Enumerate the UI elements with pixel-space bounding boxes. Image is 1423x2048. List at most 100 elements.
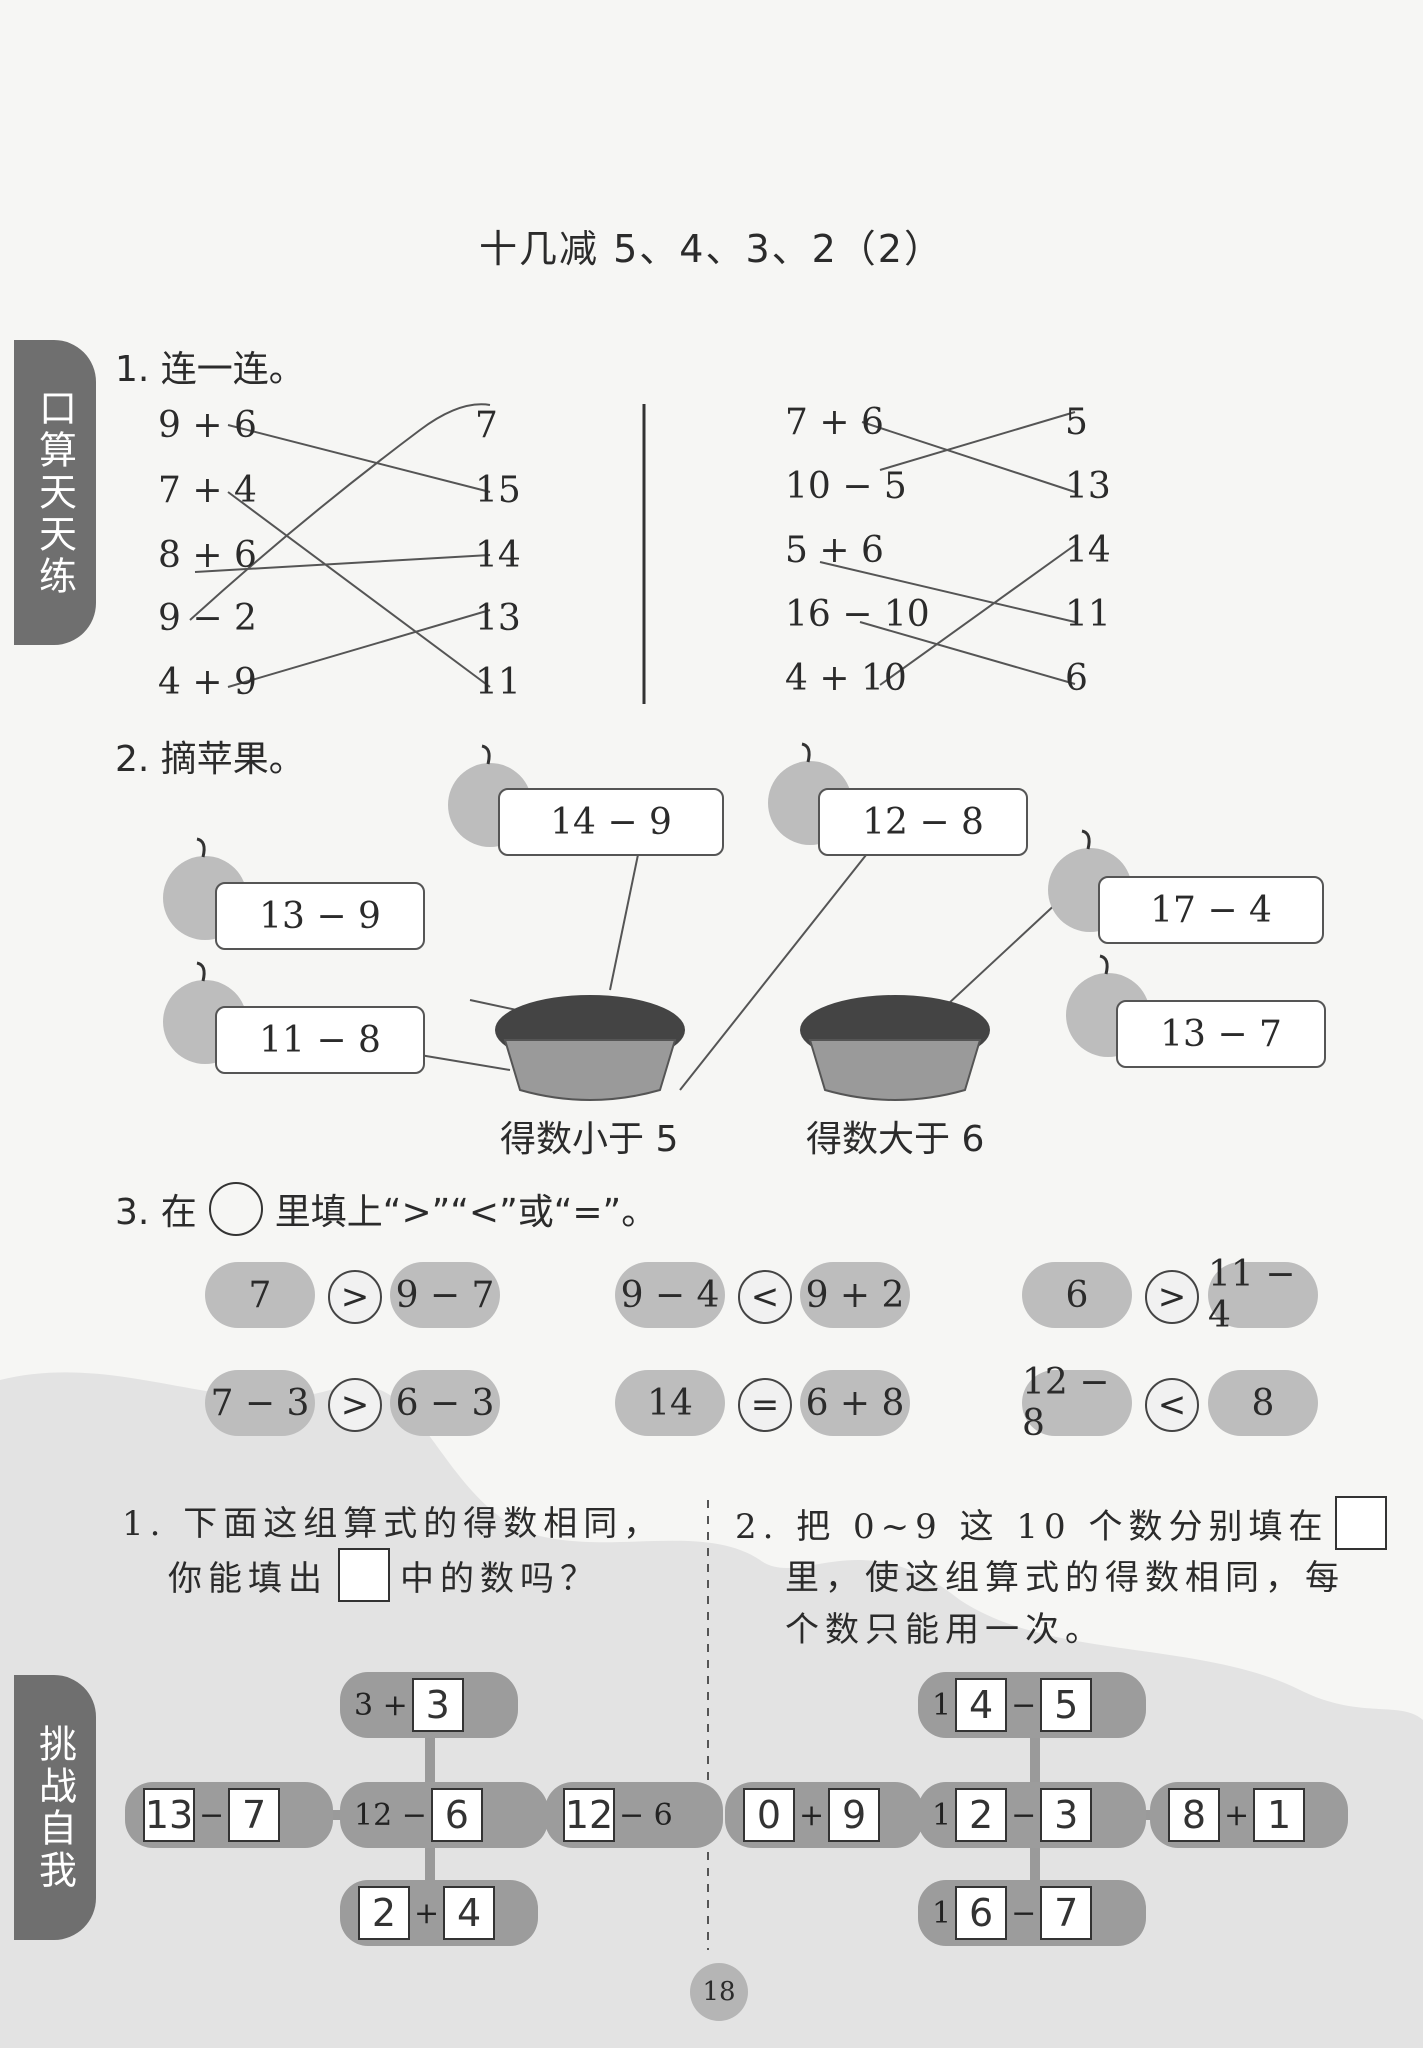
- compare-right: 6 + 8: [800, 1370, 910, 1436]
- puzzle1-top: 3 +3: [340, 1672, 518, 1738]
- basket-right-icon: [800, 995, 990, 1101]
- compare-answer: >: [1145, 1270, 1199, 1324]
- challenge-1-line-2-pre: 你能填出: [168, 1558, 328, 1599]
- pill-operator: −: [1011, 1895, 1037, 1931]
- match-left-expr: 7 + 4: [158, 470, 257, 511]
- pill-prefix: 1: [932, 1687, 952, 1723]
- match-right-expr: 16 − 10: [785, 594, 930, 635]
- answer-box[interactable]: 3: [411, 1678, 464, 1732]
- match-left-answer: 11: [475, 662, 521, 703]
- match-right-answer: 13: [1065, 466, 1111, 507]
- apple-card: 17 − 4: [1098, 876, 1324, 944]
- answer-box[interactable]: 7: [1040, 1886, 1093, 1940]
- blank-box-icon: [1334, 1496, 1387, 1550]
- answer-box[interactable]: 4: [955, 1678, 1008, 1732]
- compare-answer: >: [328, 1270, 382, 1324]
- page-number: 18: [690, 1963, 748, 2021]
- match-right-answer: 5: [1065, 402, 1088, 443]
- challenge-2-line-1-text: 2. 把 0~9 这 10 个数分别填在: [735, 1506, 1329, 1547]
- match-left-answer: 7: [475, 405, 498, 446]
- compare-left: 9 − 4: [615, 1262, 725, 1328]
- question-3-prefix: 3. 在: [115, 1192, 197, 1233]
- match-left-answer: 15: [475, 470, 521, 511]
- match-left-expr: 4 + 9: [158, 662, 257, 703]
- compare-left: 6: [1022, 1262, 1132, 1328]
- puzzle1-center: 12 −6: [340, 1782, 548, 1848]
- pill-operator: −: [1011, 1797, 1037, 1833]
- question-3-heading: 3. 在 里填上“>”“<”或“=”。: [115, 1182, 657, 1236]
- answer-box[interactable]: 0: [743, 1788, 795, 1842]
- pill-operator: −: [199, 1797, 225, 1833]
- challenge-1-line-2: 你能填出 中的数吗？: [168, 1548, 600, 1602]
- apple-card: 13 − 9: [215, 882, 425, 950]
- answer-box[interactable]: 6: [430, 1788, 483, 1842]
- compare-left: 12 − 8: [1022, 1362, 1132, 1444]
- match-left-expr: 9 − 2: [158, 598, 257, 639]
- match-left-expr: 8 + 6: [158, 535, 257, 576]
- challenge-1-line-2-post: 中的数吗？: [400, 1558, 600, 1599]
- puzzle1-bottom: 2+4: [340, 1880, 538, 1946]
- match-right-answer: 14: [1065, 530, 1111, 571]
- pill-operator: +: [414, 1895, 440, 1931]
- answer-box[interactable]: 2: [955, 1788, 1008, 1842]
- answer-box[interactable]: 4: [443, 1886, 496, 1940]
- challenge-1-line-1: 1. 下面这组算式的得数相同，: [122, 1504, 664, 1544]
- match-right-expr: 10 − 5: [785, 466, 907, 507]
- side-tab-label: 口算天天练: [32, 387, 77, 598]
- basket-right-label: 得数大于 6: [806, 1119, 985, 1160]
- page-title: 十几减 5、4、3、2（2）: [479, 227, 944, 271]
- compare-right: 11 − 4: [1208, 1254, 1318, 1336]
- match-right-expr: 4 + 10: [785, 658, 907, 699]
- apple-card: 11 − 8: [215, 1006, 425, 1074]
- match-left-answer: 13: [475, 598, 521, 639]
- pill-prefix: 3 +: [354, 1687, 408, 1723]
- answer-box[interactable]: 12: [563, 1788, 615, 1842]
- apple-card: 14 − 9: [498, 788, 724, 856]
- challenge-2-line-2: 里，使这组算式的得数相同，每: [785, 1558, 1345, 1598]
- compare-right: 6 − 3: [390, 1370, 500, 1436]
- puzzle1-left: 13−7: [125, 1782, 333, 1848]
- pill-suffix: − 6: [619, 1797, 673, 1833]
- compare-answer: <: [738, 1270, 792, 1324]
- answer-box[interactable]: 6: [955, 1886, 1008, 1940]
- answer-box[interactable]: 13: [143, 1788, 195, 1842]
- pill-prefix: 1: [932, 1797, 952, 1833]
- compare-right: 8: [1208, 1370, 1318, 1436]
- compare-left: 7: [205, 1262, 315, 1328]
- match-left-expr: 9 + 6: [158, 405, 257, 446]
- match-right-expr: 7 + 6: [785, 402, 884, 443]
- compare-right: 9 + 2: [800, 1262, 910, 1328]
- answer-box[interactable]: 5: [1040, 1678, 1093, 1732]
- challenge-2-line-1: 2. 把 0~9 这 10 个数分别填在: [735, 1496, 1387, 1550]
- puzzle2-right: 8+1: [1150, 1782, 1348, 1848]
- answer-box[interactable]: 9: [828, 1788, 881, 1842]
- pill-operator: +: [799, 1797, 825, 1833]
- answer-box[interactable]: 7: [228, 1788, 281, 1842]
- answer-box[interactable]: 8: [1168, 1788, 1220, 1842]
- question-2-heading: 2. 摘苹果。: [115, 739, 305, 780]
- match-right-expr: 5 + 6: [785, 530, 884, 571]
- pill-operator: −: [1011, 1687, 1037, 1723]
- answer-box[interactable]: 2: [358, 1886, 410, 1940]
- challenge-2-line-3: 个数只能用一次。: [785, 1610, 1105, 1650]
- compare-answer: >: [328, 1378, 382, 1432]
- basket-left-label: 得数小于 5: [500, 1119, 679, 1160]
- answer-box[interactable]: 3: [1040, 1788, 1093, 1842]
- circle-icon: [208, 1182, 263, 1236]
- question-1-heading: 1. 连一连。: [115, 349, 305, 390]
- compare-left: 7 − 3: [205, 1370, 315, 1436]
- side-tab-label: 挑战自我: [32, 1723, 77, 1892]
- compare-right: 9 − 7: [390, 1262, 500, 1328]
- basket-left-icon: [495, 995, 685, 1101]
- apple-card: 13 − 7: [1116, 1000, 1326, 1068]
- compare-answer: =: [738, 1378, 792, 1432]
- apple-card: 12 − 8: [818, 788, 1028, 856]
- match-left-answer: 14: [475, 535, 521, 576]
- puzzle2-left: 0+9: [725, 1782, 923, 1848]
- answer-box[interactable]: 1: [1253, 1788, 1306, 1842]
- pill-prefix: 12 −: [354, 1797, 427, 1833]
- match-right-answer: 11: [1065, 594, 1111, 635]
